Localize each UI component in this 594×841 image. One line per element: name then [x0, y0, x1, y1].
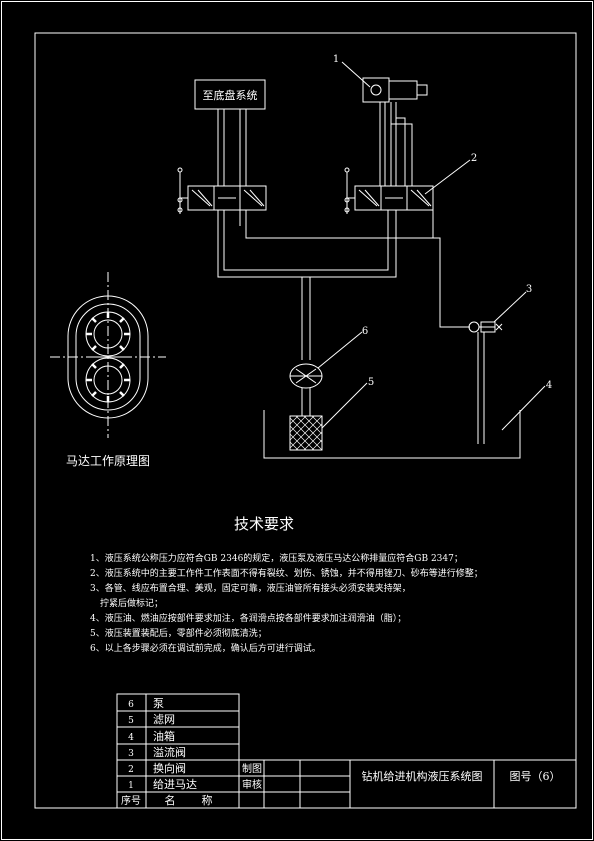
callout-6: 6 — [362, 326, 368, 337]
oil-tank-4 — [263, 410, 521, 459]
callout-5: 5 — [368, 377, 374, 388]
requirement-item: 拧紧后做标记； — [100, 597, 163, 609]
drawing-title: 钻机给进机构液压系统图 — [362, 769, 483, 783]
drawing-frame — [34, 32, 577, 809]
requirements-heading: 技术要求 — [234, 515, 294, 533]
chassis-system-label: 至底盘系统 — [203, 88, 258, 102]
callout-1: 1 — [333, 54, 339, 65]
part-number: 4 — [128, 733, 134, 743]
requirement-item: 6、以上各步骤必须在调试前完成，确认后方可进行调试。 — [90, 642, 321, 654]
part-name: 溢流阀 — [153, 745, 186, 759]
part-number: 1 — [128, 781, 134, 791]
requirement-item: 1、液压系统公称压力应符合GB 2346的规定，液压泵及液压马达公称排量应符合G… — [90, 552, 463, 564]
feed-motor — [362, 77, 428, 118]
chassis-system-box — [194, 79, 266, 110]
right-directional-valve — [344, 167, 434, 214]
part-number: 6 — [128, 700, 134, 710]
motor-principle-drawing — [50, 272, 166, 438]
drawn-by-label: 制图 — [242, 762, 262, 775]
requirements-list: 1、液压系统公称压力应符合GB 2346的规定，液压泵及液压马达公称排量应符合G… — [90, 552, 483, 654]
motor-diagram-caption: 马达工作原理图 — [66, 454, 150, 468]
callout-3: 3 — [526, 284, 532, 295]
filter-hatch — [289, 415, 323, 451]
part-name: 滤网 — [153, 713, 175, 726]
part-number: 2 — [128, 765, 134, 775]
checked-by-label: 审核 — [242, 778, 262, 791]
left-directional-valve — [177, 167, 267, 214]
part-name: 换向阀 — [153, 761, 186, 775]
header-number: 序号 — [121, 794, 141, 807]
title-block — [116, 693, 577, 809]
relief-valve-3 — [468, 321, 503, 444]
part-number: 5 — [128, 716, 134, 726]
requirement-item: 5、液压装置装配后，零部件必须彻底清洗； — [90, 627, 267, 639]
part-name: 给进马达 — [153, 778, 197, 791]
header-name-2: 称 — [202, 793, 213, 807]
requirement-item: 4、液压油、燃油应按部件要求加注，各润滑点按各部件要求加注润滑油（脂）； — [90, 612, 406, 624]
parts-list: 6 泵 5 滤网 4 油箱 3 溢流阀 2 换向阀 1 给进马达 — [128, 697, 197, 791]
part-name: 泵 — [153, 697, 164, 710]
requirement-item: 2、液压系统中的主要工作件工作表面不得有裂纹、划伤、锈蚀，并不得用锉刀、砂布等进… — [90, 567, 483, 579]
callout-4: 4 — [546, 380, 552, 391]
header-name-1: 名 — [165, 793, 176, 807]
drawing-number: 图号（6） — [510, 770, 561, 783]
hydraulic-schematic — [177, 61, 546, 459]
part-name: 油箱 — [153, 729, 175, 743]
pump-6 — [289, 363, 323, 416]
gear-teeth — [86, 312, 130, 402]
part-number: 3 — [128, 749, 134, 759]
requirement-item: 3、各管、线应布置合理、美观，固定可靠，液压油管所有接头必须安装夹持架， — [90, 582, 411, 594]
callout-2: 2 — [471, 153, 477, 164]
